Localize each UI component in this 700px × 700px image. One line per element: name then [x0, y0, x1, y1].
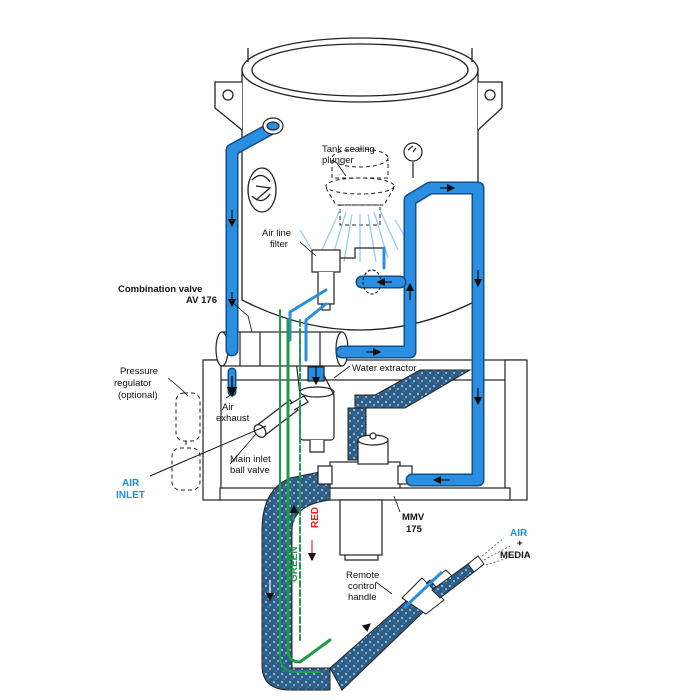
label-main-inlet-ball-valve-2: ball valve — [230, 465, 270, 476]
label-air-media-1: AIR — [510, 528, 528, 539]
label-red: RED — [310, 507, 321, 528]
air-lines — [225, 121, 485, 487]
label-pressure-regulator-3: (optional) — [118, 390, 158, 401]
pressure-gauge — [403, 142, 423, 178]
label-green: GREEN — [289, 546, 300, 582]
leader-lines — [149, 161, 401, 595]
remote-control-handle — [401, 569, 453, 615]
label-air-inlet-2: INLET — [116, 490, 145, 501]
label-combination-valve-1: Combination valve — [118, 284, 202, 295]
label-air-exhaust-1: Air — [222, 402, 234, 413]
metering-valve-mmv-175 — [317, 432, 413, 489]
label-remote-control-handle-2: control — [348, 581, 377, 592]
flow-arrows — [226, 183, 483, 639]
blast-nozzle — [431, 555, 485, 599]
tank-inlet-port — [262, 117, 382, 295]
pressure-tank — [214, 37, 503, 331]
label-air-inlet-1: AIR — [122, 478, 140, 489]
label-pressure-regulator-2: regulator — [114, 378, 152, 389]
label-pressure-regulator-1: Pressure — [120, 366, 158, 377]
label-tank-sealing-plunger-2: plunger — [322, 155, 354, 166]
label-air-line-filter-1: Air line — [262, 228, 291, 239]
labels: Tank sealing plunger Air line filter Com… — [114, 144, 531, 603]
label-mmv-1: MMV — [402, 512, 425, 523]
label-air-exhaust-2: exhaust — [216, 413, 250, 424]
label-combination-valve-2: AV 176 — [186, 295, 217, 306]
label-main-inlet-ball-valve-1: Main inlet — [230, 454, 271, 465]
label-tank-sealing-plunger-1: Tank sealing — [322, 144, 375, 155]
air-line-filter — [311, 247, 384, 311]
control-hoses — [279, 309, 332, 673]
label-mmv-2: 175 — [406, 524, 423, 535]
label-air-line-filter-2: filter — [270, 239, 288, 250]
nozzle-spray — [481, 537, 515, 566]
label-air-media-2: + — [517, 538, 523, 549]
pressure-regulator-optional — [171, 392, 201, 491]
label-water-extractor: Water extractor — [352, 363, 417, 374]
label-remote-control-handle-1: Remote — [346, 570, 379, 581]
label-remote-control-handle-3: handle — [348, 592, 377, 603]
label-air-media-3: MEDIA — [500, 550, 531, 561]
